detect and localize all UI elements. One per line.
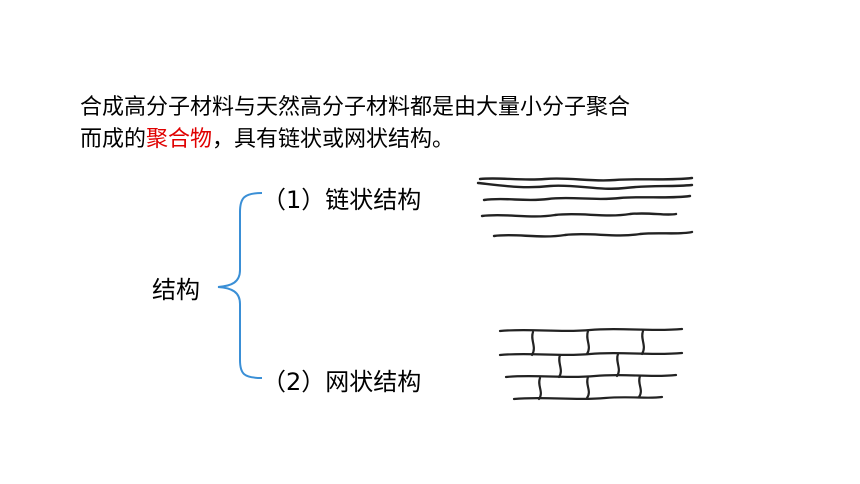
net-h-1 — [498, 327, 684, 333]
net-v-8 — [637, 374, 642, 399]
curly-brace — [217, 192, 263, 379]
paragraph-line-1: 合成高分子材料与天然高分子材料都是由大量小分子聚合 — [80, 95, 631, 120]
net-v-6 — [537, 376, 542, 401]
net-v-4 — [557, 353, 562, 379]
net-v-5 — [615, 352, 620, 378]
net-v-2 — [585, 329, 590, 356]
net-v-7 — [585, 375, 590, 400]
network-structure-drawing — [498, 327, 684, 401]
chain-line-4 — [480, 212, 678, 218]
net-h-2 — [498, 351, 684, 357]
line2-prefix: 而成的 — [80, 127, 147, 152]
chain-line-2 — [476, 181, 694, 190]
chain-line-1 — [478, 176, 694, 182]
net-v-3 — [640, 329, 645, 356]
chain-structure-label: （1）链状结构 — [262, 186, 422, 214]
net-h-3 — [504, 373, 678, 379]
net-v-1 — [530, 330, 535, 357]
chain-structure-drawing — [476, 176, 694, 238]
network-structure-label: （2）网状结构 — [262, 368, 422, 396]
line2-suffix: ，具有链状或网状结构。 — [212, 127, 455, 152]
structure-root-label: 结构 — [152, 276, 200, 304]
highlight-term: 聚合物 — [146, 127, 213, 152]
paragraph-line-2: 而成的聚合物，具有链状或网状结构。 — [80, 124, 630, 156]
intro-paragraph: 合成高分子材料与天然高分子材料都是由大量小分子聚合 而成的聚合物，具有链状或网状… — [80, 92, 630, 156]
chain-line-3 — [482, 194, 692, 202]
chain-line-5 — [492, 230, 694, 238]
